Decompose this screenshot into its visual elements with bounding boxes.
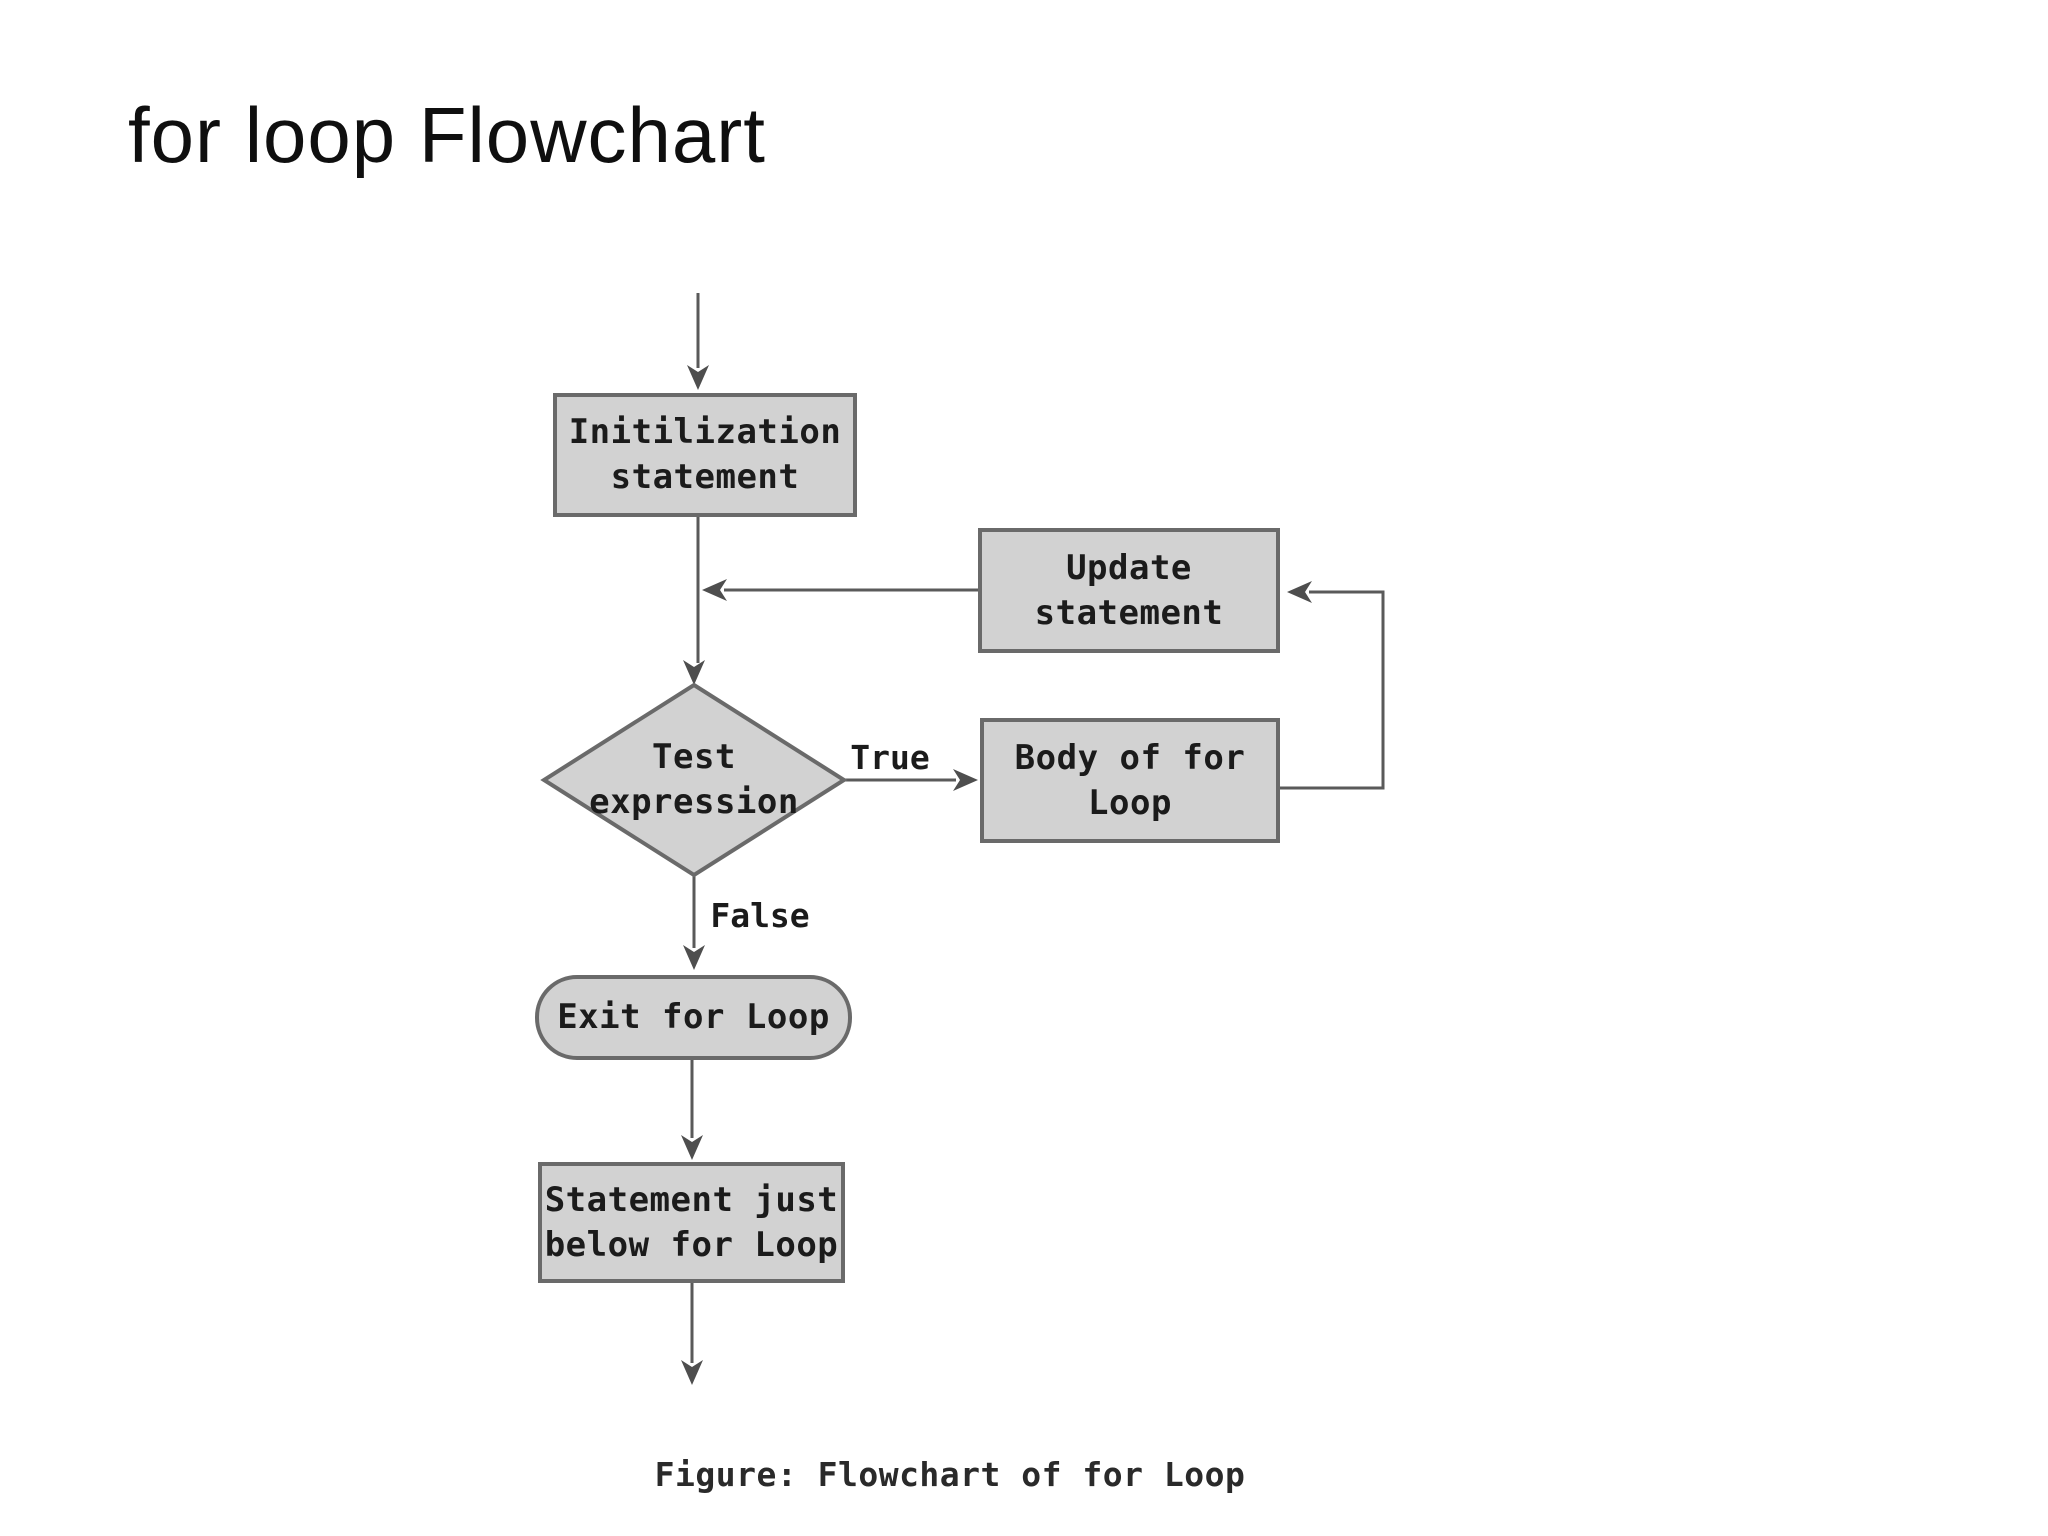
node-label-line: Loop [1088,782,1172,823]
decision-diamond-shape [540,682,848,878]
connector-init-to-test [683,517,705,685]
node-label-line: below for Loop [544,1224,839,1265]
node-label-line: Update [1066,547,1192,588]
node-label-line: statement [610,457,800,497]
connector-body-to-update [1280,581,1385,790]
node-label-line: Body of for [1014,737,1246,778]
node-exit-for-loop: Exit for Loop [535,975,852,1060]
node-label-line: Exit for Loop [557,997,830,1038]
node-label-line: statement [1034,592,1224,633]
node-label-line: expression [589,782,799,822]
node-initialization-statement: Initilization statement [553,393,857,517]
connector-entry [687,293,709,390]
connector-false-branch [683,875,705,970]
connector-final-exit [681,1283,703,1385]
node-label-line: Test [652,737,736,778]
connector-update-to-junction [702,579,978,601]
node-body-of-for-loop: Body of for Loop [980,718,1280,843]
figure-caption: Figure: Flowchart of for Loop [654,1455,1246,1494]
node-label-line: Initilization [568,412,842,453]
node-test-expression: Test expression [544,722,844,838]
connector-exit-to-below [681,1060,703,1160]
node-statement-below-loop: Statement just below for Loop [538,1162,845,1283]
edge-label-false: False [710,896,810,935]
connector-true-branch [844,769,978,791]
node-update-statement: Update statement [978,528,1280,653]
node-label-line: Statement just [544,1179,839,1220]
edge-label-true: True [850,738,930,777]
slide-title: for loop Flowchart [128,91,766,179]
